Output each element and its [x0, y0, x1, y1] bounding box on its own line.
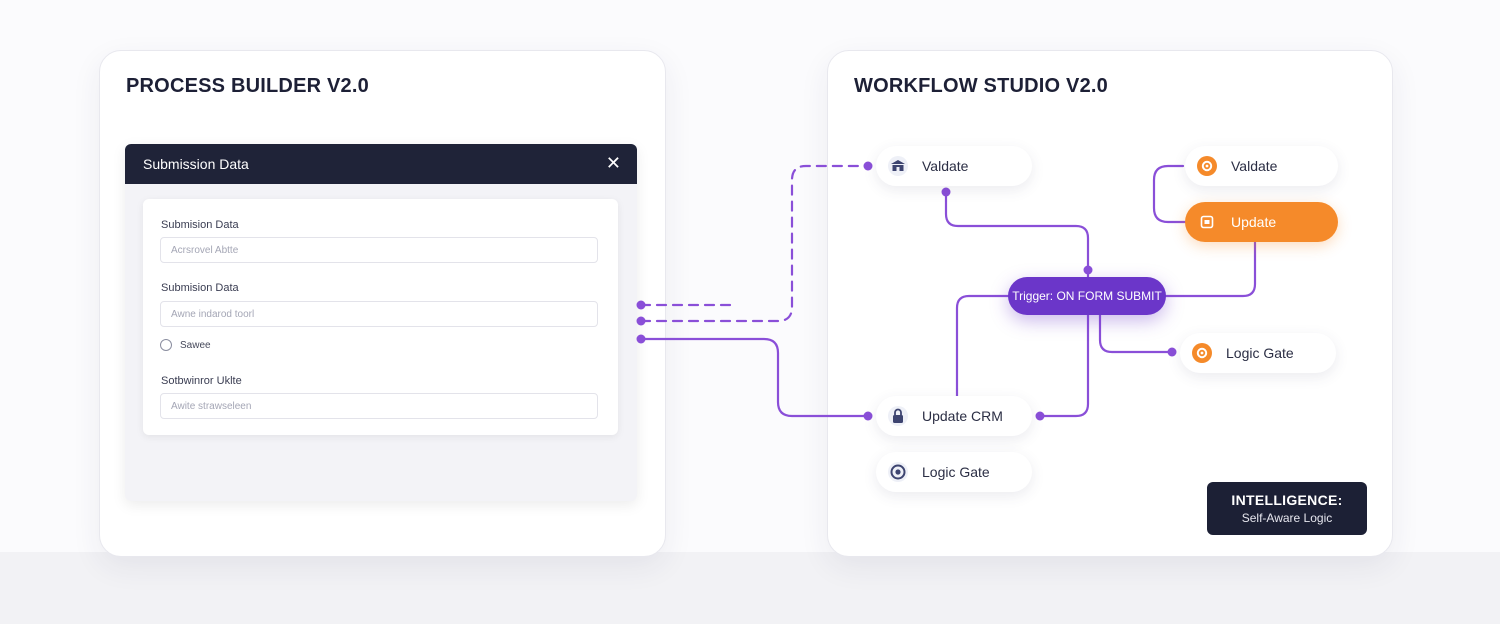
- submission-data-input-3[interactable]: [160, 393, 598, 419]
- lock-icon: [888, 406, 908, 426]
- node-update[interactable]: Update: [1185, 202, 1338, 242]
- modal-title: Submission Data: [143, 156, 249, 172]
- submission-data-input-1[interactable]: [160, 237, 598, 263]
- intelligence-badge: INTELLIGENCE: Self-Aware Logic: [1207, 482, 1367, 535]
- save-radio[interactable]: Sawee: [160, 339, 211, 351]
- node-label: Update CRM: [922, 408, 1003, 424]
- node-label: Update: [1231, 214, 1277, 230]
- process-builder-title: PROCESS BUILDER V2.0: [126, 75, 369, 97]
- workflow-studio-title: WORKFLOW STUDIO V2.0: [854, 75, 1108, 97]
- process-builder-panel: PROCESS BUILDER V2.0 Submission Data ✕ S…: [99, 50, 666, 557]
- building-icon: [888, 156, 908, 176]
- node-logic-gate-left[interactable]: Logic Gate: [876, 452, 1032, 492]
- intelligence-title: INTELLIGENCE:: [1231, 492, 1343, 508]
- modal-header: Submission Data ✕: [125, 144, 637, 184]
- node-validate-left[interactable]: Valdate: [876, 146, 1032, 186]
- submission-data-input-2[interactable]: [160, 301, 598, 327]
- node-validate-right[interactable]: Valdate: [1185, 146, 1338, 186]
- document-icon: [1197, 212, 1217, 232]
- field-label-2: Submision Data: [161, 282, 239, 294]
- node-label: Valdate: [1231, 158, 1278, 174]
- node-trigger[interactable]: Trigger: ON FORM SUBMIT: [1008, 277, 1166, 315]
- node-logic-gate-right[interactable]: Logic Gate: [1180, 333, 1336, 373]
- field-label-3: Sotbwinror Uklte: [161, 375, 242, 387]
- node-label: Logic Gate: [1226, 345, 1294, 361]
- submission-modal: Submission Data ✕ Submision Data Submisi…: [125, 144, 637, 501]
- gear-icon: [1192, 343, 1212, 363]
- node-update-crm[interactable]: Update CRM: [876, 396, 1032, 436]
- close-icon[interactable]: ✕: [605, 153, 621, 173]
- field-label-1: Submision Data: [161, 219, 239, 231]
- node-label: Logic Gate: [922, 464, 990, 480]
- background-floor: [0, 552, 1500, 624]
- radio-label: Sawee: [180, 339, 211, 351]
- node-label: Valdate: [922, 158, 969, 174]
- gear-icon: [1197, 156, 1217, 176]
- radio-circle-icon[interactable]: [160, 339, 172, 351]
- shield-icon: [888, 462, 908, 482]
- intelligence-subtitle: Self-Aware Logic: [1241, 511, 1333, 525]
- form-card: Submision Data Submision Data Sawee Sotb…: [143, 199, 618, 435]
